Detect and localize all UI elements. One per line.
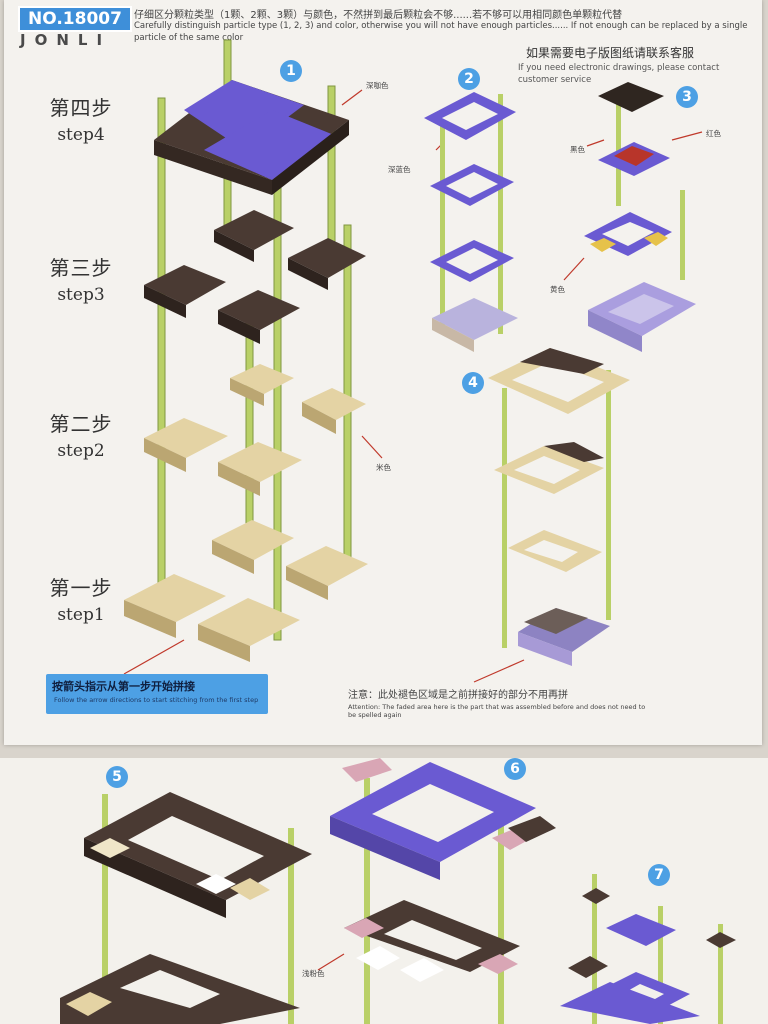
attention-en: Attention: The faded area here is the pa… bbox=[348, 703, 646, 719]
model-number-badge: NO.18007 bbox=[18, 6, 132, 32]
step1-bricks bbox=[124, 520, 368, 662]
label-black: 黑色 bbox=[570, 145, 585, 154]
leader-light-pink bbox=[317, 953, 345, 971]
contact-english: If you need electronic drawings, please … bbox=[518, 63, 720, 85]
note-chinese: 仔细区分颗粒类型（1颗、2颗、3颗）与颜色，不然拼到最后颗粒会不够......若… bbox=[134, 10, 623, 21]
arrow-instruction-box: 按箭头指示从第一步开始拼接 Follow the arrow direction… bbox=[46, 674, 268, 714]
badge-7: 7 bbox=[648, 864, 670, 886]
assembly-illustration-bottom bbox=[60, 758, 736, 1024]
note-english: Carefully distinguish particle type (1, … bbox=[134, 21, 748, 43]
attention-cn: 注意：此处褪色区域是之前拼接好的部分不用再拼 bbox=[348, 690, 568, 701]
step-3-en: step3 bbox=[57, 285, 105, 305]
step-1-en: step1 bbox=[57, 605, 105, 625]
step-1-cn: 第一步 bbox=[49, 576, 113, 600]
badge-6: 6 bbox=[504, 758, 526, 780]
step-4-cn: 第四步 bbox=[49, 96, 113, 120]
step3-bricks bbox=[144, 210, 366, 344]
group-3-illustration bbox=[584, 82, 696, 352]
step-3-label: 第三步 step3 bbox=[36, 252, 126, 305]
leader-lines bbox=[123, 89, 703, 683]
step2-bricks bbox=[144, 364, 366, 496]
group-4-illustration bbox=[488, 348, 630, 666]
arrow-instruction-cn: 按箭头指示从第一步开始拼接 bbox=[52, 680, 195, 693]
label-dark-brown: 深咖色 bbox=[366, 81, 389, 90]
step-4-en: step4 bbox=[57, 125, 105, 145]
group-6-illustration bbox=[330, 758, 556, 1024]
label-yellow: 黄色 bbox=[550, 285, 565, 294]
instruction-page-bottom: 5 6 7 浅粉色 bbox=[0, 758, 768, 1024]
step-3-cn: 第三步 bbox=[49, 256, 113, 280]
instruction-page-top: NO.18007 JONLI 仔细区分颗粒类型（1颗、2颗、3颗）与颜色，不然拼… bbox=[4, 0, 762, 745]
badge-4: 4 bbox=[462, 372, 484, 394]
label-beige: 米色 bbox=[376, 463, 391, 472]
group-2-illustration bbox=[424, 92, 518, 352]
badge-2: 2 bbox=[458, 68, 480, 90]
assembly-illustration-top bbox=[123, 39, 703, 683]
badge-3: 3 bbox=[676, 86, 698, 108]
label-red: 红色 bbox=[706, 129, 721, 138]
badge-5: 5 bbox=[106, 766, 128, 788]
step4-plate bbox=[154, 80, 349, 195]
badge-1: 1 bbox=[280, 60, 302, 82]
step-2-cn: 第二步 bbox=[49, 412, 113, 436]
step-1-label: 第一步 step1 bbox=[36, 572, 126, 625]
step-4-label: 第四步 step4 bbox=[36, 92, 126, 145]
step-2-en: step2 bbox=[57, 441, 105, 461]
arrow-instruction-en: Follow the arrow directions to start sti… bbox=[54, 696, 259, 704]
label-dark-blue: 深蓝色 bbox=[388, 165, 411, 174]
label-light-pink: 浅粉色 bbox=[302, 969, 325, 978]
contact-chinese: 如果需要电子版图纸请联系客服 bbox=[526, 46, 695, 60]
step-2-label: 第二步 step2 bbox=[36, 408, 126, 461]
group-5-illustration bbox=[60, 792, 312, 1024]
brand-logo: JONLI bbox=[20, 31, 112, 49]
group-7-illustration bbox=[560, 874, 736, 1024]
attention-note: 注意：此处褪色区域是之前拼接好的部分不用再拼 Attention: The fa… bbox=[348, 686, 648, 719]
